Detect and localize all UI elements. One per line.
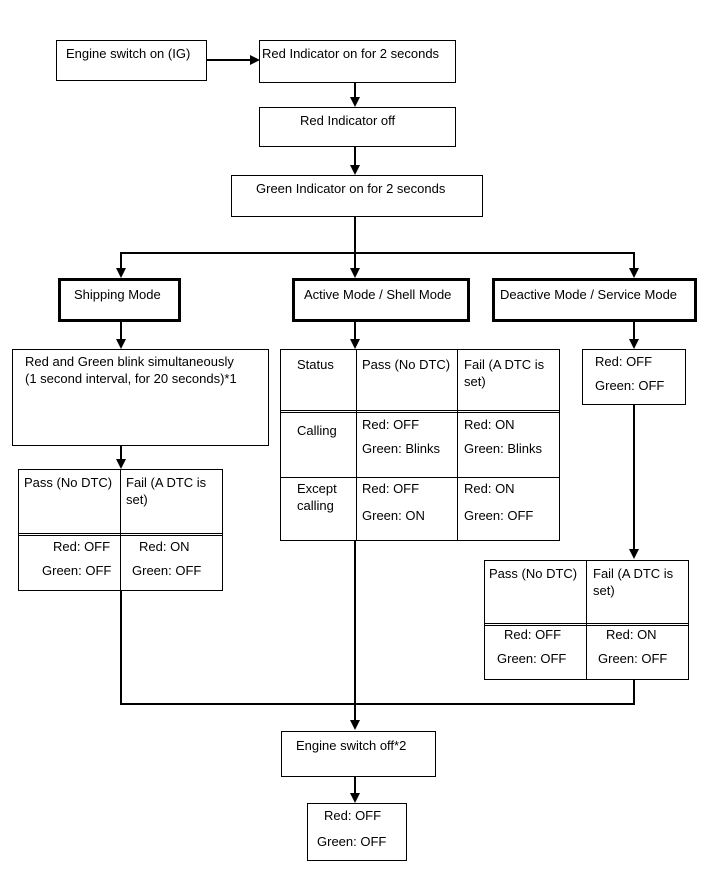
table-header-divider <box>281 410 559 413</box>
active-except-label-line1: Except <box>297 481 337 496</box>
arrow-head <box>116 268 126 278</box>
arrow-head <box>250 55 260 65</box>
table-column-divider <box>457 350 458 540</box>
shipping-blink-box: Red and Green blink simultaneously (1 se… <box>12 349 269 446</box>
deactive-fail-red: Red: ON <box>606 627 657 642</box>
deactive-pass-green: Green: OFF <box>497 651 567 666</box>
table-header-divider <box>19 533 222 536</box>
table-column-divider <box>586 561 587 679</box>
deactive-fail-header-line1: Fail (A DTC is <box>593 566 674 581</box>
shipping-fail-green: Green: OFF <box>132 563 202 578</box>
active-pass-header: Pass (No DTC) <box>362 357 451 372</box>
engine-switch-on-label: Engine switch on (IG) <box>66 46 191 61</box>
deactive-status-box: Red: OFF Green: OFF <box>582 349 686 405</box>
arrow-head <box>350 97 360 107</box>
deactive-red: Red: OFF <box>595 354 653 369</box>
connector-to-shipping <box>120 252 122 269</box>
connector-mode-split <box>120 252 635 254</box>
red-indicator-off-label: Red Indicator off <box>300 113 396 128</box>
active-mode-box: Active Mode / Shell Mode <box>292 278 470 322</box>
active-mode-label: Active Mode / Shell Mode <box>304 287 452 302</box>
active-except-label-line2: calling <box>297 498 334 513</box>
shipping-fail-red: Red: ON <box>139 539 190 554</box>
connector-deactive-table-to-merge <box>633 680 635 705</box>
shipping-mode-box: Shipping Mode <box>58 278 181 322</box>
connector-ig-to-red-on <box>207 59 252 61</box>
green-indicator-on-label: Green Indicator on for 2 seconds <box>256 181 446 196</box>
arrow-head <box>629 339 639 349</box>
connector-shipping-to-blink <box>120 322 122 340</box>
arrow-head <box>350 793 360 803</box>
red-indicator-off-box: Red Indicator off <box>259 107 456 147</box>
arrow-head <box>350 268 360 278</box>
arrow-head <box>350 720 360 730</box>
active-fail-header-line2: set) <box>464 374 486 389</box>
shipping-fail-header-line2: set) <box>126 492 148 507</box>
arrow-head <box>116 339 126 349</box>
deactive-mode-box: Deactive Mode / Service Mode <box>492 278 697 322</box>
active-calling-pass-green: Green: Blinks <box>362 441 441 456</box>
connector-green-on-to-split <box>354 217 356 253</box>
arrow-head <box>116 459 126 469</box>
final-status-box: Red: OFF Green: OFF <box>307 803 407 861</box>
deactive-pass-red: Red: OFF <box>504 627 562 642</box>
shipping-fail-header-line1: Fail (A DTC is <box>126 475 207 490</box>
active-status-table: Status Pass (No DTC) Fail (A DTC is set)… <box>280 349 560 541</box>
engine-switch-off-label: Engine switch off*2 <box>296 738 407 753</box>
table-header-divider <box>485 623 688 626</box>
active-fail-header-line1: Fail (A DTC is <box>464 357 545 372</box>
active-status-header: Status <box>297 357 334 372</box>
engine-switch-off-box: Engine switch off*2 <box>281 731 436 777</box>
deactive-fail-green: Green: OFF <box>598 651 668 666</box>
active-calling-pass-red: Red: OFF <box>362 417 420 432</box>
active-calling-label: Calling <box>297 423 337 438</box>
final-green: Green: OFF <box>317 834 387 849</box>
red-indicator-on-box: Red Indicator on for 2 seconds <box>259 40 456 83</box>
engine-switch-on-box: Engine switch on (IG) <box>56 40 207 81</box>
connector-red-on-to-red-off <box>354 83 356 98</box>
active-except-fail-green: Green: OFF <box>464 508 534 523</box>
connector-shipping-table-to-merge <box>120 591 122 705</box>
shipping-pass-green: Green: OFF <box>42 563 112 578</box>
green-indicator-on-box: Green Indicator on for 2 seconds <box>231 175 483 217</box>
active-calling-fail-green: Green: Blinks <box>464 441 543 456</box>
connector-active-to-table <box>354 322 356 340</box>
deactive-pass-header: Pass (No DTC) <box>489 566 578 581</box>
final-red: Red: OFF <box>324 808 382 823</box>
shipping-pass-header: Pass (No DTC) <box>24 475 113 490</box>
connector-deactive-to-status <box>633 322 635 340</box>
connector-merge <box>120 703 635 705</box>
active-except-pass-green: Green: ON <box>362 508 425 523</box>
connector-red-off-to-green-on <box>354 147 356 165</box>
connector-to-active <box>354 252 356 269</box>
shipping-pass-red: Red: OFF <box>53 539 111 554</box>
table-column-divider <box>356 350 357 540</box>
deactive-result-table: Pass (No DTC) Fail (A DTC is set) Red: O… <box>484 560 689 680</box>
table-column-divider <box>120 470 121 590</box>
deactive-mode-label: Deactive Mode / Service Mode <box>500 287 678 302</box>
active-except-pass-red: Red: OFF <box>362 481 420 496</box>
connector-active-to-end <box>354 541 356 721</box>
arrow-head <box>350 165 360 175</box>
connector-end-to-status <box>354 777 356 794</box>
active-except-fail-red: Red: ON <box>464 481 515 496</box>
red-indicator-on-label: Red Indicator on for 2 seconds <box>262 46 440 61</box>
shipping-mode-label: Shipping Mode <box>74 287 161 302</box>
connector-blink-to-table <box>120 446 122 460</box>
table-row-divider <box>281 477 559 478</box>
shipping-blink-line2: (1 second interval, for 20 seconds)*1 <box>25 371 237 386</box>
deactive-fail-header-line2: set) <box>593 583 615 598</box>
arrow-head <box>629 549 639 559</box>
arrow-head <box>629 268 639 278</box>
connector-deactive-status-to-table <box>633 405 635 550</box>
active-calling-fail-red: Red: ON <box>464 417 515 432</box>
shipping-blink-line1: Red and Green blink simultaneously <box>25 354 234 369</box>
deactive-green: Green: OFF <box>595 378 665 393</box>
shipping-result-table: Pass (No DTC) Fail (A DTC is set) Red: O… <box>18 469 223 591</box>
connector-to-deactive <box>633 252 635 269</box>
arrow-head <box>350 339 360 349</box>
